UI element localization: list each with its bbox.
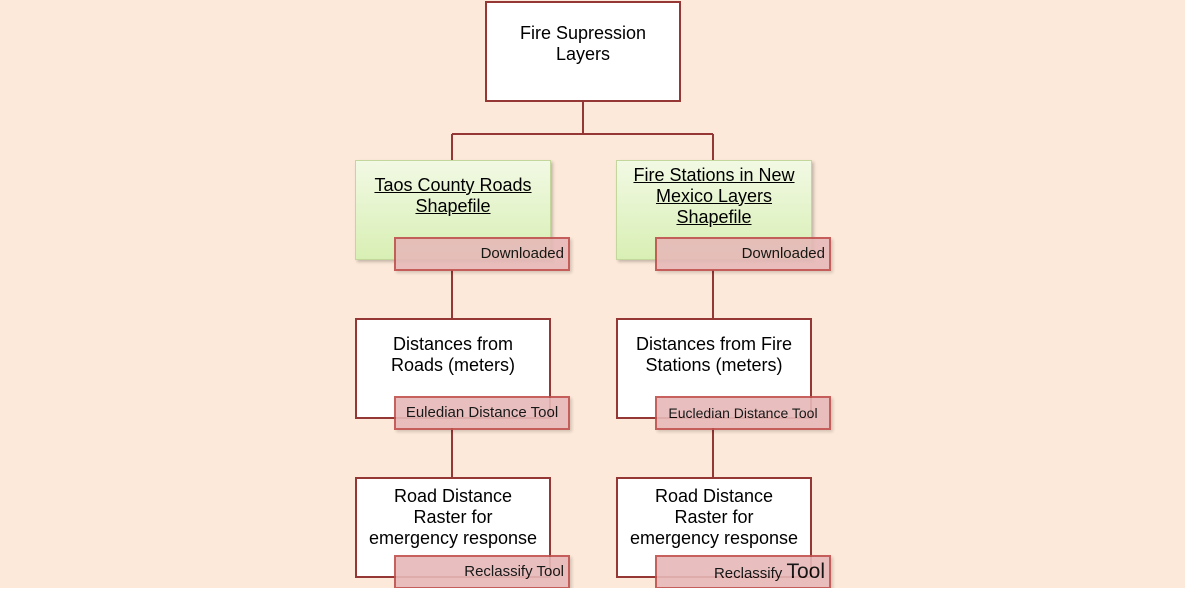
euclidean-tool-tag-fire-stations: Eucledian Distance Tool — [655, 396, 831, 430]
reclassify-tag-suffix: Tool — [786, 560, 825, 583]
reclassify-tool-tag-fire-stations: Reclassify Tool — [655, 555, 831, 588]
downloaded-tag-roads: Downloaded — [394, 237, 570, 271]
reclassify-tool-tag-roads: Reclassify Tool — [394, 555, 570, 588]
root-node: Fire Supression Layers — [485, 1, 681, 102]
downloaded-tag-fire-stations: Downloaded — [655, 237, 831, 271]
reclassify-tag-prefix: Reclassify — [713, 565, 787, 582]
root-node-label: Fire Supression Layers — [519, 22, 647, 64]
raster-node-fire-stations-label: Road Distance Raster for emergency respo… — [629, 486, 799, 548]
distance-node-fire-stations-label: Distances from Fire Stations (meters) — [635, 333, 793, 375]
source-node-roads-label: Taos County Roads Shapefile — [374, 175, 532, 216]
euclidean-tool-tag-roads: Euledian Distance Tool — [394, 396, 570, 430]
source-node-fire-stations: Fire Stations in New Mexico Layers Shape… — [616, 160, 812, 260]
raster-node-roads-label: Road Distance Raster for emergency respo… — [368, 486, 538, 548]
source-node-fire-stations-label: Fire Stations in New Mexico Layers Shape… — [633, 164, 795, 227]
distance-node-roads-label: Distances from Roads (meters) — [390, 333, 516, 375]
